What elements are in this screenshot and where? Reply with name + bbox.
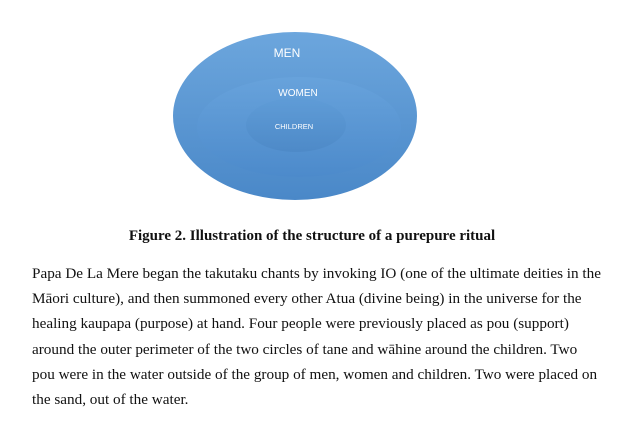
paragraph-line: pou were in the water outside of the gro… xyxy=(32,365,598,383)
paragraph-line: the sand, out of the water. xyxy=(32,391,189,409)
paragraph-line: healing kaupapa (purpose) at hand. Four … xyxy=(32,315,569,333)
paragraph-line: around the outer perimeter of the two ci… xyxy=(32,340,578,358)
women-label: WOMEN xyxy=(278,88,317,99)
paragraph-line: Papa De La Mere began the takutaku chant… xyxy=(32,265,601,282)
body-paragraph: Papa De La Mere began the takutaku chant… xyxy=(32,261,612,412)
men-label: MEN xyxy=(274,46,301,60)
children-ellipse xyxy=(246,98,346,152)
paragraph-line: Māori culture), and then summoned every … xyxy=(32,290,582,308)
children-label: CHILDREN xyxy=(275,122,313,131)
nested-groups-diagram: MEN WOMEN CHILDREN xyxy=(173,32,417,200)
figure-caption: Figure 2. Illustration of the structure … xyxy=(128,228,496,244)
